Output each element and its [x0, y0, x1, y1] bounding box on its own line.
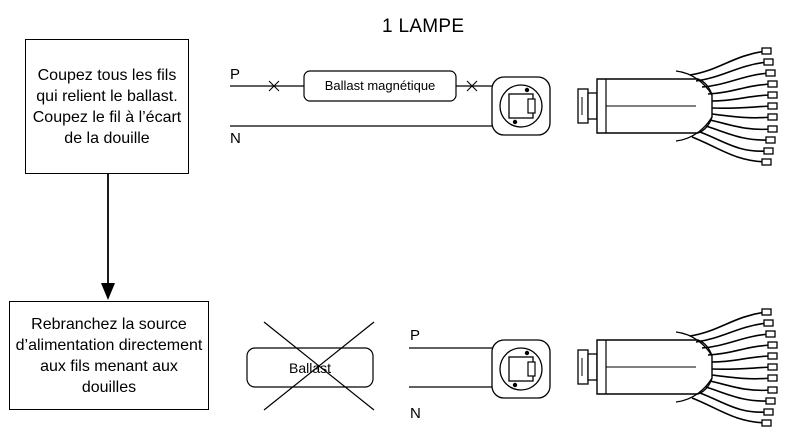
- bottom-ballast-label: Ballast: [288, 359, 332, 376]
- bottom-p-label: P: [410, 327, 421, 344]
- top-n-label: N: [230, 130, 241, 147]
- top-lamp-icon: [577, 47, 778, 166]
- top-socket-icon: [491, 76, 551, 136]
- bottom-lamp-icon: [577, 308, 778, 427]
- top-ballast-box: [303, 70, 457, 102]
- bottom-socket-icon: [491, 339, 551, 399]
- bottom-ballast-box: [246, 347, 374, 388]
- top-circuit: [230, 47, 778, 166]
- diagram-title: 1 LAMPE: [382, 16, 465, 37]
- step-2-box: Rebranchez la source d’alimentation dire…: [9, 301, 209, 410]
- bottom-n-label: N: [410, 405, 421, 422]
- bottom-circuit: [246, 308, 778, 427]
- top-ballast-label: Ballast magnétique: [324, 78, 436, 93]
- step-1-box: Coupez tous les fils qui relient le ball…: [25, 39, 189, 174]
- removed-ballast-cross-icon: [263, 321, 375, 411]
- step-1-text: Coupez tous les fils qui relient le ball…: [32, 66, 182, 147]
- arrow-down-icon: [101, 283, 115, 300]
- cut-mark-right-icon: [466, 80, 478, 92]
- step-2-text: Rebranchez la source d’alimentation dire…: [15, 315, 203, 396]
- cut-mark-left-icon: [268, 80, 280, 92]
- top-p-label: P: [230, 66, 241, 83]
